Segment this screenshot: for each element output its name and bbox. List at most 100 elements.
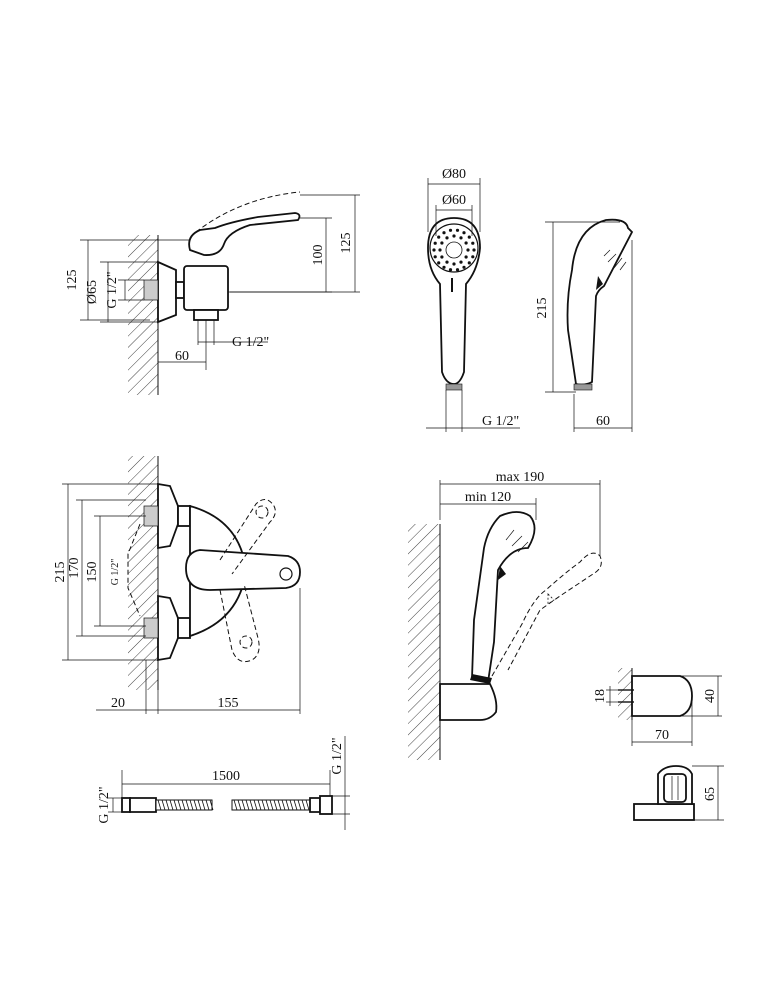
nozzle-dot (448, 268, 453, 272)
hose-winding (185, 799, 190, 811)
nozzle-dot (442, 265, 446, 269)
flange-diameter-label: Ø65 (85, 280, 100, 304)
nozzle-dot (466, 248, 470, 252)
nozzle-dot (464, 241, 468, 245)
bracket-front-view: 65 (633, 765, 724, 821)
nozzle-dot (442, 231, 446, 235)
cradle-base (633, 803, 695, 821)
front-height-215: 215 (53, 562, 68, 583)
hose-right-nut (319, 795, 333, 815)
outer-diameter-label: Ø80 (442, 167, 466, 182)
hose-winding (269, 799, 274, 811)
nozzle-dot (440, 241, 444, 245)
nozzle-dot (472, 248, 476, 252)
hose-winding (273, 799, 278, 811)
shower-head-side (566, 218, 634, 386)
nozzle-dot (437, 261, 441, 265)
nozzle-dot (440, 255, 444, 259)
nozzle-dot (438, 248, 442, 252)
hose-winding (293, 799, 298, 811)
hand-shower-side-view: 215 60 (535, 218, 634, 432)
mixer-side-view: 125 Ø65 G 1/2" 100 125 60 G 1/2" (65, 191, 360, 395)
hose-left-thread: G 1/2" (97, 786, 112, 823)
nozzle-dot (432, 248, 436, 252)
hose-view: 1500 G 1/2" G 1/2" (97, 736, 350, 830)
holder-with-shower-view: max 190 min 120 (408, 470, 602, 760)
hose-winding (237, 799, 242, 811)
lever-height-100: 100 (311, 245, 326, 266)
hose-winding (305, 799, 310, 811)
hose-winding (281, 799, 286, 811)
front-thread-label: G 1/2" (110, 559, 121, 586)
nozzle-dot (462, 265, 466, 269)
hose-winding (289, 799, 294, 811)
wall-flange (157, 260, 177, 324)
hose-left-nut (121, 797, 131, 813)
bracket-side-view: 18 40 70 (593, 668, 722, 746)
front-offset-20: 20 (111, 696, 125, 711)
hose-winding (285, 799, 290, 811)
inner-diameter-label: Ø60 (442, 193, 466, 208)
front-height-170: 170 (67, 558, 82, 579)
mixer-body (183, 265, 229, 311)
nozzle-dot (464, 255, 468, 259)
hose-winding (201, 799, 206, 811)
hose-winding (193, 799, 198, 811)
side-depth-60: 60 (175, 349, 189, 364)
hose-winding (197, 799, 202, 811)
max-reach-label: max 190 (496, 470, 545, 485)
spout-height-125: 125 (339, 233, 354, 254)
shower-thread-label: G 1/2" (482, 414, 519, 429)
hose-winding (165, 799, 170, 811)
nozzle-dot (467, 235, 471, 239)
hose-winding (161, 799, 166, 811)
shower-max-position (491, 552, 602, 677)
hose-winding (157, 799, 162, 811)
inlet-thread-label: G 1/2" (105, 271, 120, 308)
wall-hatch (128, 235, 158, 395)
hose-winding (249, 799, 254, 811)
bracket-height-40: 40 (703, 689, 718, 703)
lever-down-position (219, 583, 260, 663)
nozzle-pattern (432, 228, 476, 272)
lever-up-position (219, 499, 276, 575)
hose-winding (189, 799, 194, 811)
hose-winding (265, 799, 270, 811)
shower-in-holder (471, 511, 536, 684)
min-reach-label: min 120 (465, 490, 511, 505)
shower-width-60: 60 (596, 414, 610, 429)
nozzle-dot (459, 260, 463, 264)
wall-hatch (408, 524, 440, 760)
nozzle-dot (455, 268, 460, 272)
hole-spacing-18: 18 (593, 689, 608, 703)
nozzle-dot (471, 241, 475, 245)
hose-winding (173, 799, 178, 811)
hose-winding (181, 799, 186, 811)
nozzle-dot (452, 234, 456, 238)
wall-holder (439, 683, 498, 721)
nozzle-dot (459, 236, 463, 240)
hose-winding (257, 799, 262, 811)
upper-eccentric (157, 482, 179, 550)
hose-winding (245, 799, 250, 811)
side-height-125: 125 (65, 270, 80, 291)
lever-max-position (195, 191, 301, 233)
hose-length-1500: 1500 (212, 769, 240, 784)
hose-winding (277, 799, 282, 811)
front-reach-155: 155 (218, 696, 239, 711)
shower-length-215: 215 (535, 298, 550, 319)
nozzle-dot (471, 255, 475, 259)
nozzle-dot (467, 261, 471, 265)
wall-hatch (618, 668, 632, 720)
lower-eccentric (157, 594, 179, 662)
hand-shower-front-view: Ø80 Ø60 G 1/2" (426, 167, 520, 432)
hose-winding (301, 799, 306, 811)
nozzle-dot (445, 260, 449, 264)
bracket-depth-70: 70 (655, 728, 669, 743)
front-height-150: 150 (85, 562, 100, 583)
hose-winding (253, 799, 258, 811)
hose-right-thread: G 1/2" (330, 737, 345, 774)
nozzle-dot (452, 262, 456, 266)
nozzle-dot (462, 231, 466, 235)
